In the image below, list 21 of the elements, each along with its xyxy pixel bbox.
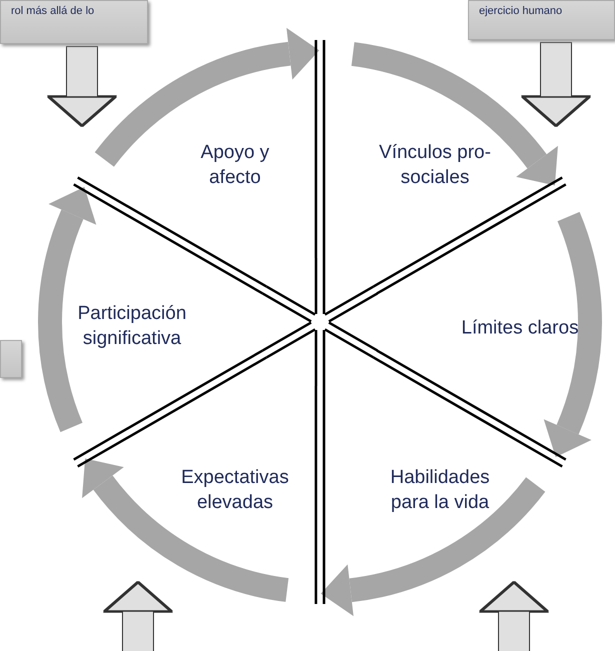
block-arrow: [481, 582, 547, 651]
note-box: [468, 0, 615, 40]
cycle-arrow: [350, 42, 557, 184]
cycle-arrow: [321, 476, 545, 616]
note-text: rol más allá de lo: [11, 5, 94, 17]
segment-label: Apoyo y afecto: [200, 141, 270, 190]
segment-label: Habilidades para la vida: [389, 466, 491, 515]
cycle-arrow: [543, 212, 602, 458]
segment-label: Límites claros: [460, 316, 580, 340]
cycle-arrow: [95, 28, 319, 168]
block-arrow: [105, 582, 171, 651]
segment-label: Participación significativa: [76, 302, 188, 351]
note-text: ejercicio humano: [479, 5, 562, 17]
segment-label: Expectativas elevadas: [180, 466, 290, 515]
note-box: [0, 340, 22, 378]
note-box: [0, 0, 148, 44]
cycle-arrow: [38, 186, 97, 432]
segment-label: Vínculos pro-sociales: [378, 141, 492, 190]
block-arrow: [49, 47, 115, 126]
cycle-arrow: [83, 460, 290, 602]
block-arrow: [523, 43, 589, 126]
